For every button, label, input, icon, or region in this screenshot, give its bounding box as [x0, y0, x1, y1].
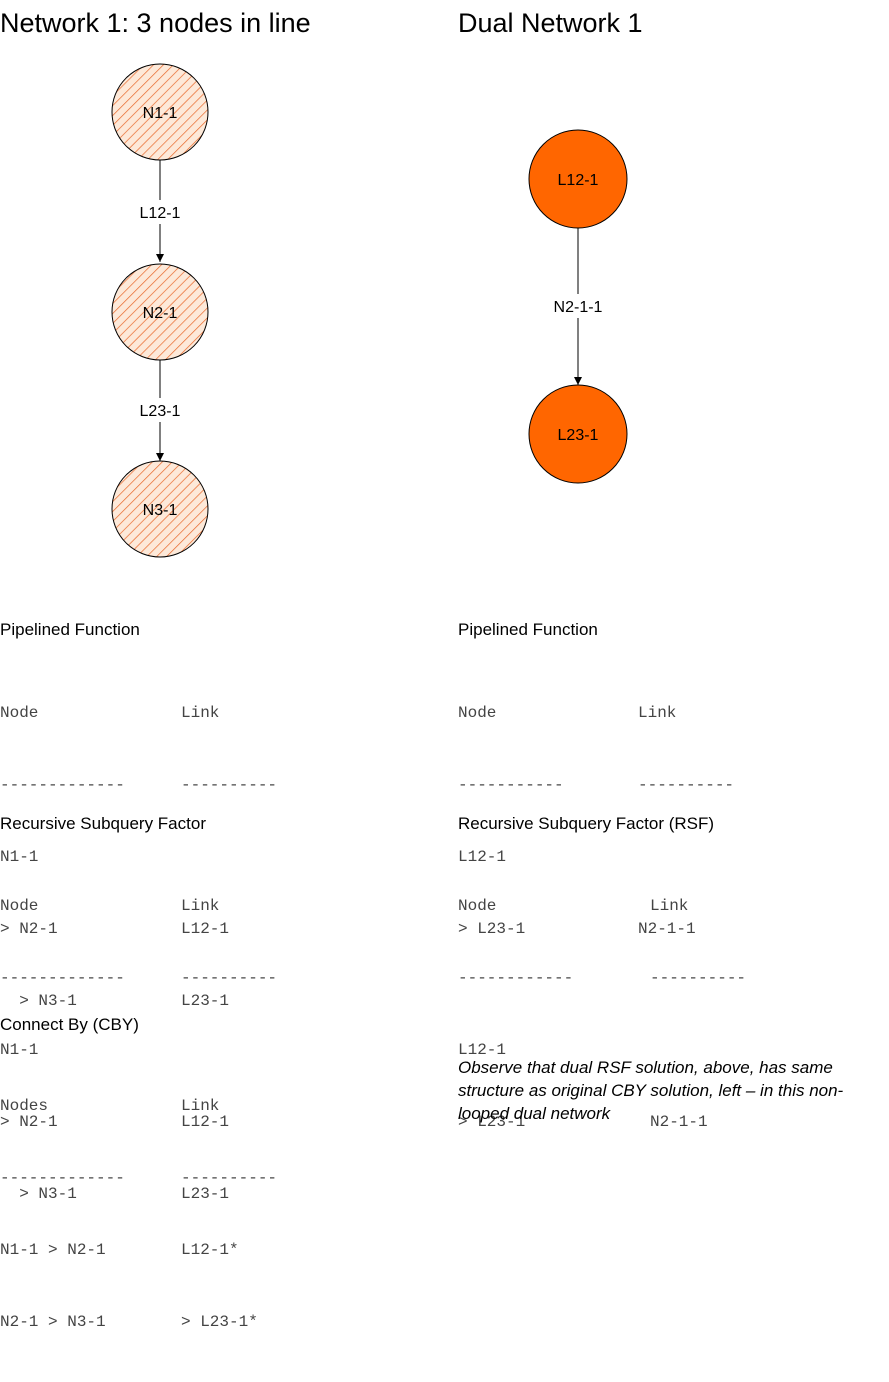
- col-header: Nodes: [0, 1097, 49, 1115]
- section-heading: Recursive Subquery Factor (RSF): [458, 814, 715, 833]
- dual-network-title: Dual Network 1: [458, 8, 643, 38]
- table-cell: N1-1 > N2-1: [0, 1241, 106, 1259]
- network-diagrams: L12-1 L23-1 N1-1 N2-1 N3-1 N2-1-1 L12-1 …: [111, 63, 628, 558]
- section-heading: Pipelined Function: [0, 620, 140, 639]
- table-cell: > N3-1: [0, 992, 77, 1010]
- node-n1: [111, 63, 209, 161]
- table-cell: > L23-1*: [181, 1313, 258, 1331]
- table-cell: N1-1: [0, 848, 39, 866]
- table-cell: L12-1: [458, 1041, 507, 1059]
- result-table: Node ------------ L12-1 > L23-1 Link ---…: [458, 846, 778, 1131]
- node-label-n3: N3-1: [143, 502, 178, 519]
- col-header: Link: [650, 897, 689, 915]
- result-table: Nodes ------------- N1-1 > N2-1 N2-1 > N…: [0, 1046, 320, 1331]
- col-header: Node: [458, 704, 497, 722]
- table-cell: > N2-1: [0, 1113, 58, 1131]
- node-label-n2: N2-1: [143, 305, 178, 322]
- table-cell: N2-1-1: [650, 1113, 708, 1131]
- result-table: Node ------------- N1-1 > N2-1 > N3-1 Li…: [0, 653, 320, 1010]
- section-heading: Pipelined Function: [458, 620, 598, 639]
- table-cell: L12-1: [458, 848, 507, 866]
- table-cell: L23-1: [181, 992, 230, 1010]
- table-cell: N1-1: [0, 1041, 39, 1059]
- col-header: Link: [181, 1097, 220, 1115]
- col-rule: ----------: [181, 1169, 278, 1187]
- col-header: Node: [0, 704, 39, 722]
- edge-label-bg: [540, 294, 616, 318]
- table-cell: > N2-1: [0, 920, 58, 938]
- col-rule: ------------: [458, 969, 574, 987]
- table-cell: N2-1 > N3-1: [0, 1313, 106, 1331]
- network-title: Network 1: 3 nodes in line: [0, 8, 311, 38]
- table-cell: N2-1-1: [638, 920, 696, 938]
- dual-node-label-l12: L12-1: [558, 172, 599, 189]
- edge-label-l23: L23-1: [140, 403, 181, 420]
- col-rule: ----------: [650, 969, 747, 987]
- edge-label-bg: [128, 200, 192, 224]
- col-header: Node: [458, 897, 497, 915]
- col-rule: ----------: [181, 776, 278, 794]
- table-cell: L12-1: [181, 1113, 230, 1131]
- dual-node-label-l23: L23-1: [558, 427, 599, 444]
- col-header: Link: [181, 704, 220, 722]
- node-label-n1: N1-1: [143, 105, 178, 122]
- dual-node-l23: [528, 384, 628, 484]
- col-rule: ----------: [181, 969, 278, 987]
- edge-label-n2-1-1: N2-1-1: [554, 299, 603, 316]
- col-rule: ----------: [638, 776, 735, 794]
- col-header: Node: [0, 897, 39, 915]
- col-header: Link: [638, 704, 677, 722]
- table-cell: > L23-1: [458, 920, 526, 938]
- result-table: Node ----------- L12-1 > L23-1 Link ----…: [458, 653, 778, 938]
- section-heading: Connect By (CBY): [0, 1015, 139, 1034]
- col-header: Link: [181, 897, 220, 915]
- table-cell: L12-1*: [181, 1241, 239, 1259]
- col-rule: -----------: [458, 776, 564, 794]
- observation-note: Observe that dual RSF solution, above, h…: [458, 1058, 844, 1123]
- col-rule: -------------: [0, 776, 125, 794]
- dual-node-l12: [528, 129, 628, 229]
- col-rule: -------------: [0, 1169, 125, 1187]
- edge-label-bg: [128, 398, 192, 422]
- node-n2: [111, 263, 209, 361]
- table-cell: > L23-1: [458, 1113, 526, 1131]
- edge-label-l12: L12-1: [140, 205, 181, 222]
- result-table: Node ------------- N1-1 > N2-1 > N3-1 Li…: [0, 846, 320, 1203]
- table-cell: L12-1: [181, 920, 230, 938]
- node-n3: [111, 460, 209, 558]
- col-rule: -------------: [0, 969, 125, 987]
- section-heading: Recursive Subquery Factor: [0, 814, 206, 833]
